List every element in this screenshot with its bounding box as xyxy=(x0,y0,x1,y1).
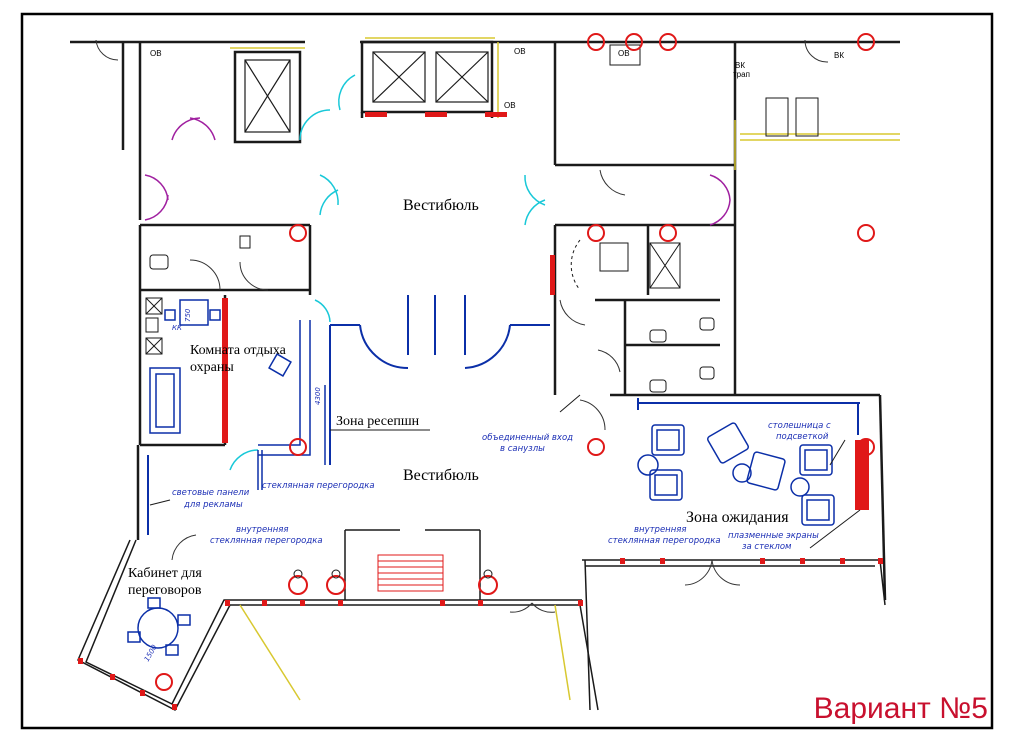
note-sanitary-entrance-1: объединенный вход xyxy=(482,433,573,443)
leader-lines xyxy=(149,394,861,549)
glass-partitions xyxy=(147,398,860,535)
column-caps xyxy=(293,569,493,579)
note-countertop-2: подсветкой xyxy=(776,432,829,442)
variant-title: Вариант №5 xyxy=(814,692,988,725)
door-arcs xyxy=(95,39,829,613)
note-light-panels-1: световые панели xyxy=(172,488,250,498)
dim-desk: 750 xyxy=(184,308,192,322)
purple-doors xyxy=(144,117,731,226)
note-light-panels-2: для рекламы xyxy=(183,500,243,510)
note-inner-glass-left-1: внутренняя xyxy=(236,525,289,535)
note-plasma-screens-1: плазменные экраны xyxy=(728,531,819,541)
dim-reception: 4300 xyxy=(314,387,322,405)
note-plasma-screens-2: за стеклом xyxy=(742,542,792,552)
red-wall-marks xyxy=(222,112,869,510)
room-security-line1: Комната отдыха xyxy=(190,343,287,358)
drawing-frame xyxy=(20,12,994,730)
label-trap: трап xyxy=(733,70,750,79)
dim-table: 1500 xyxy=(143,643,159,663)
label-ov-4: ОВ xyxy=(504,101,516,110)
label-ov-2: ОВ xyxy=(514,47,526,56)
meeting-table xyxy=(127,597,191,656)
cyan-doors xyxy=(229,74,546,471)
label-vk-2: ВК xyxy=(735,61,745,70)
entrance-doors xyxy=(329,295,550,465)
service-lines xyxy=(230,37,900,701)
label-ov-3: ОВ xyxy=(618,49,630,58)
room-vestibule-lower: Вестибюль xyxy=(403,467,479,484)
label-kk: КК xyxy=(172,324,183,332)
room-meeting-line2: переговоров xyxy=(128,583,202,598)
security-furniture xyxy=(149,299,292,434)
facade xyxy=(77,529,886,712)
note-sanitary-entrance-2: в санузлы xyxy=(500,444,545,454)
room-vestibule-upper: Вестибюль xyxy=(403,197,479,214)
columns xyxy=(155,33,875,691)
sanitary-fixtures xyxy=(149,44,819,393)
note-countertop-1: столешница с xyxy=(768,421,831,431)
room-security-line2: охраны xyxy=(190,360,234,375)
label-ov-1: ОВ xyxy=(150,49,162,58)
note-inner-glass-left-2: стеклянная перегородка xyxy=(210,536,323,546)
facade-marks xyxy=(78,558,883,710)
security-equipment xyxy=(145,297,163,355)
waiting-armchairs xyxy=(637,422,835,526)
room-waiting-zone: Зона ожидания xyxy=(686,509,789,526)
note-inner-glass-right-1: внутренняя xyxy=(634,525,687,535)
note-glass-partition: стеклянная перегородка xyxy=(262,481,375,491)
elevators xyxy=(244,51,489,133)
stair-hatch xyxy=(377,554,444,592)
note-inner-glass-right-2: стеклянная перегородка xyxy=(608,536,721,546)
label-vk-1: ВК xyxy=(834,51,844,60)
room-reception-zone: Зона ресепшн xyxy=(336,414,420,429)
room-meeting-line1: Кабинет для xyxy=(128,566,202,581)
reception-desk xyxy=(257,320,326,490)
